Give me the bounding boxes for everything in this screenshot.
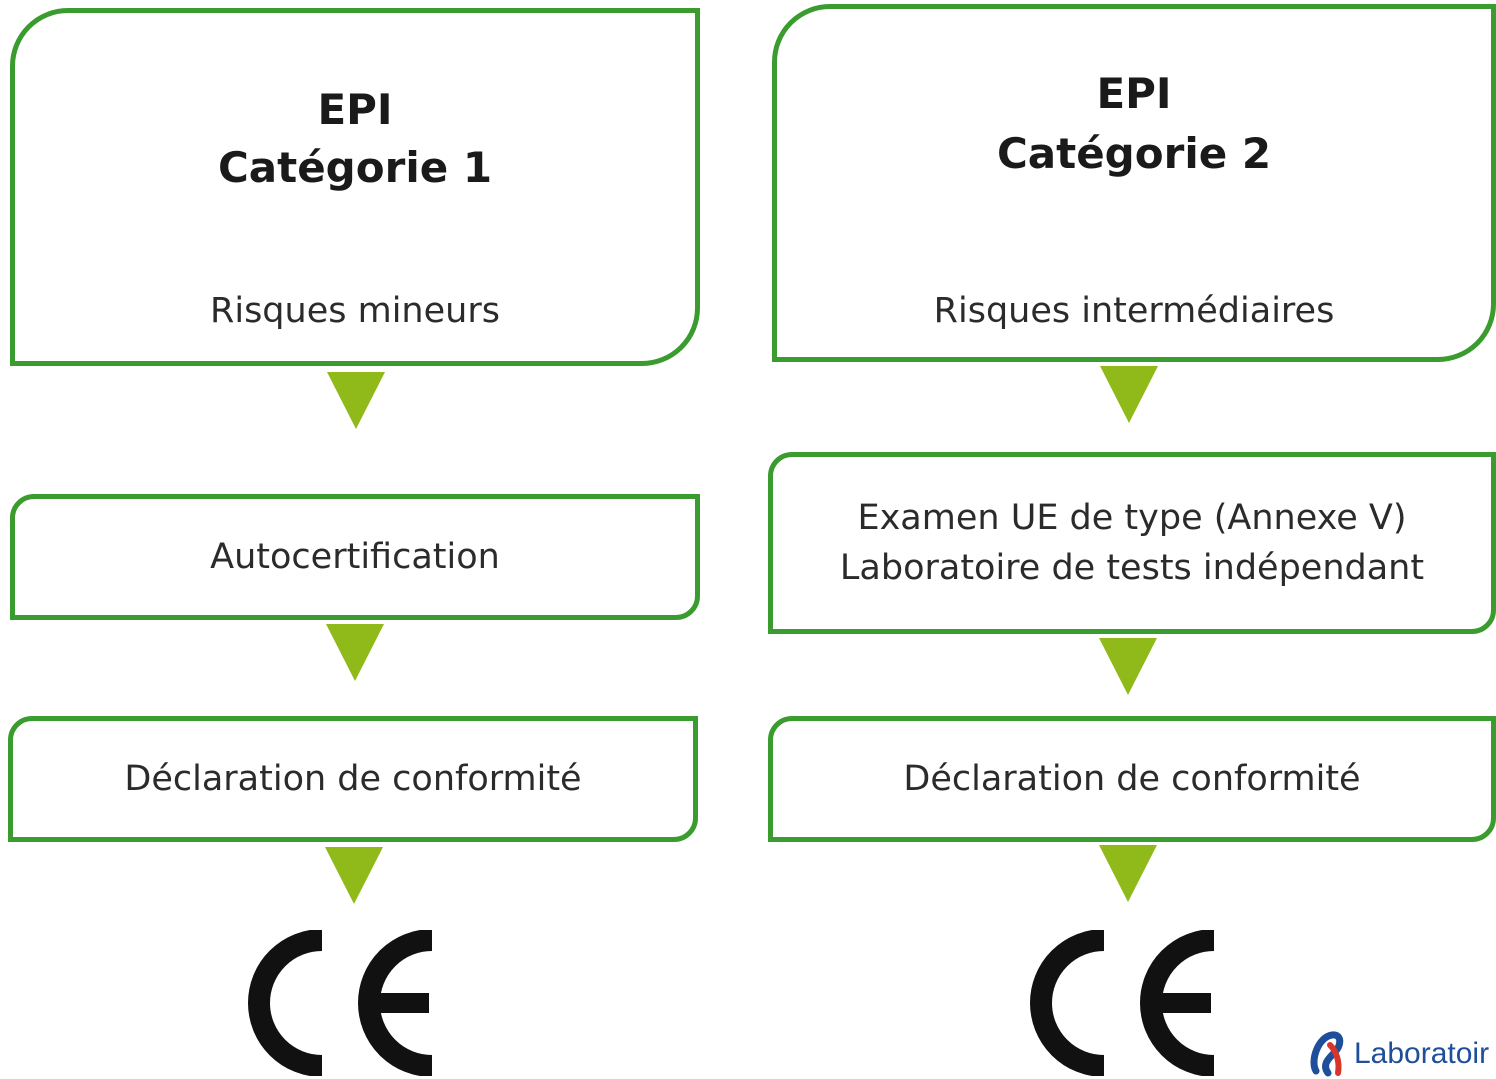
category-2-step-examen: Examen UE de type (Annexe V) Laboratoire…: [768, 452, 1496, 634]
category-1-step-autocertification: Autocertification: [10, 494, 700, 620]
arrow-down-icon: [326, 624, 384, 681]
arrow-down-icon: [1100, 366, 1158, 423]
category-1-title-epi: EPI: [317, 85, 393, 134]
category-1-risk: Risques mineurs: [210, 291, 500, 331]
laboratory-logo: Laboratoir: [1308, 1028, 1496, 1079]
category-1-box: EPI Catégorie 1 Risques mineurs: [10, 8, 700, 366]
category-2-title: Catégorie 2: [996, 129, 1272, 178]
arrow-down-icon: [1099, 845, 1157, 902]
logo-icon: [1310, 1031, 1344, 1076]
category-1-step-declaration: Déclaration de conformité: [8, 716, 698, 842]
category-2-risk: Risques intermédiaires: [933, 291, 1335, 331]
step-label: Déclaration de conformité: [124, 759, 582, 799]
category-1-title: Catégorie 1: [217, 143, 493, 192]
step-label-line1: Examen UE de type (Annexe V): [857, 498, 1407, 538]
step-label: Déclaration de conformité: [903, 759, 1361, 799]
category-2-title-epi: EPI: [1096, 69, 1172, 118]
ce-mark-icon: [248, 930, 433, 1076]
step-label: Autocertification: [210, 537, 500, 577]
step-label-line2: Laboratoire de tests indépendant: [839, 548, 1425, 588]
category-2-box: EPI Catégorie 2 Risques intermédiaires: [772, 4, 1496, 362]
arrow-down-icon: [327, 372, 385, 429]
ce-mark-icon: [1030, 930, 1215, 1076]
arrow-down-icon: [1099, 638, 1157, 695]
category-2-step-declaration: Déclaration de conformité: [768, 716, 1496, 842]
arrow-down-icon: [325, 847, 383, 904]
logo-text: Laboratoir: [1354, 1036, 1490, 1070]
